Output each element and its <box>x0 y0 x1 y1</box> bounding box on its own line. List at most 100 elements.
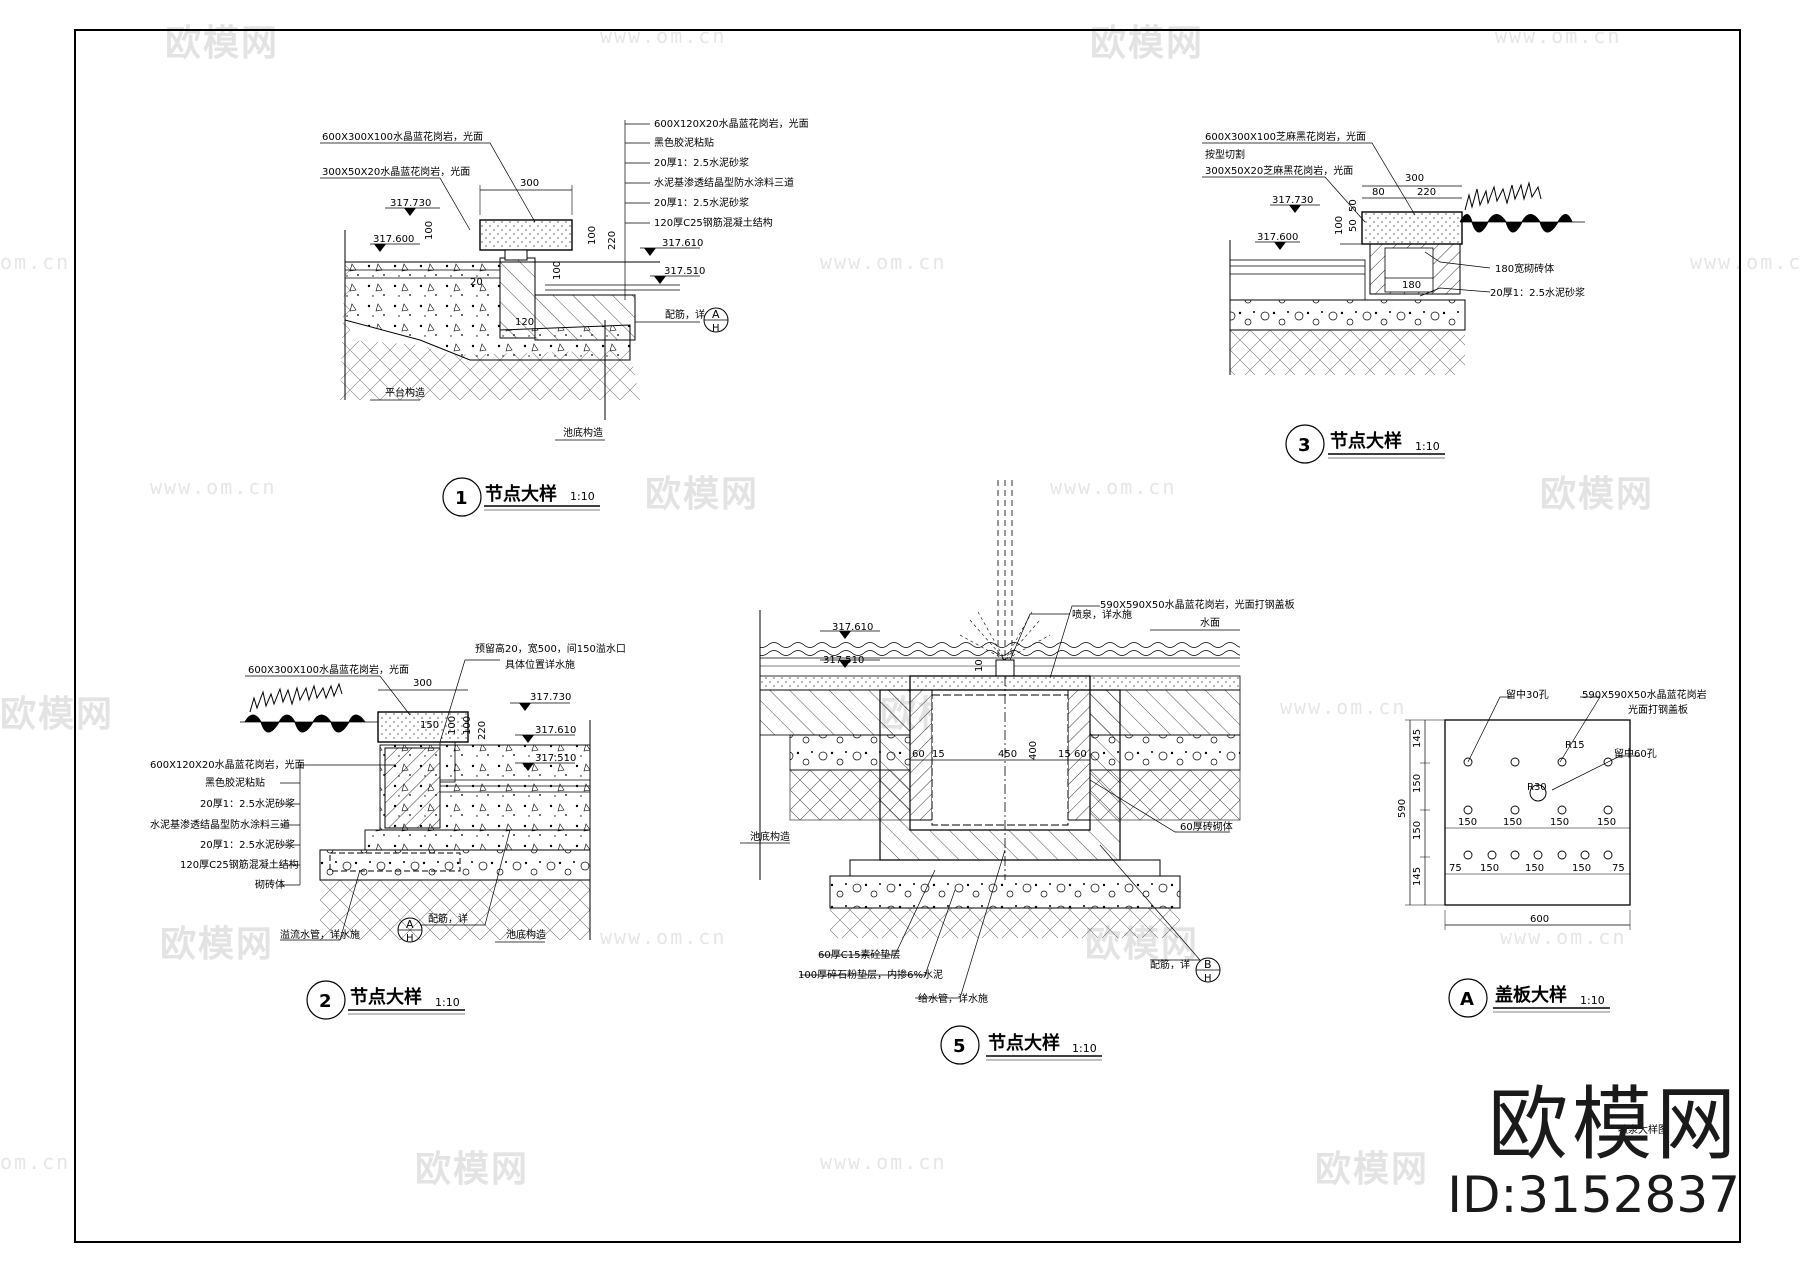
detail-1-label-1: 300X50X20水晶蓝花岗岩，光面 <box>322 165 470 178</box>
detail-5-ref-sheet: H <box>1204 973 1212 984</box>
brand-logo-text: 欧模网 <box>1488 1078 1740 1171</box>
detail-a-dim-v-2: 150 <box>1412 821 1423 840</box>
detail-2-label-4: 黑色胶泥粘贴 <box>205 776 265 789</box>
detail-3-label-3: 180宽砌砖体 <box>1495 262 1554 275</box>
detail-5-dim-10: 10 <box>974 659 985 672</box>
detail-1-label-0: 600X300X100水晶蓝花岗岩，光面 <box>322 130 483 143</box>
detail-2-dim-150: 150 <box>420 720 439 731</box>
detail-3-label-1: 按型切割 <box>1205 148 1245 161</box>
detail-1-level-317730: 317.730 <box>390 198 431 209</box>
detail-1-label-2: 600X120X20水晶蓝花岗岩，光面 <box>654 117 809 130</box>
detail-5-label-7: 给水管，详水施 <box>918 992 988 1005</box>
detail-2-scale: 1:10 <box>435 996 460 1009</box>
detail-2-label-8: 120厚C25钢筋混凝土结构 <box>180 858 299 871</box>
watermark-logo: 欧模网 <box>1540 474 1655 515</box>
watermark-url: www.om.cn <box>600 24 727 48</box>
detail-a-dim-h2-4: 75 <box>1612 863 1625 874</box>
watermark-url: om.cn <box>0 250 71 274</box>
detail-5-label-6: 100厚碎石粉垫层，内掺6%水泥 <box>798 968 943 981</box>
detail-a-dim-h2-1: 150 <box>1480 863 1499 874</box>
brand-id: ID:3152837 <box>1447 1166 1740 1224</box>
detail-2-dim-300: 300 <box>413 678 432 689</box>
detail-1-label-4: 20厚1：2.5水泥砂浆 <box>654 156 749 169</box>
detail-2-label-3: 600X120X20水晶蓝花岗岩，光面 <box>150 758 305 771</box>
detail-3-dim-100: 100 <box>1334 216 1345 235</box>
detail-3-level-317730: 317.730 <box>1272 195 1313 206</box>
cover-plate-hole <box>1463 757 1473 767</box>
detail-2-level-317510: 317.510 <box>535 753 576 764</box>
detail-1-label-7: 120厚C25钢筋混凝土结构 <box>654 216 773 229</box>
detail-a-dim-h2-0: 75 <box>1449 863 1462 874</box>
detail-1-level-317600: 317.600 <box>373 234 414 245</box>
detail-2-dim-100b: 100 <box>462 716 473 735</box>
detail-5-drawing: 317.610 317.510 60 15 450 15 60 400 10 喷… <box>740 480 1295 1065</box>
detail-5-level-317610: 317.610 <box>832 622 873 633</box>
detail-2-label-5: 20厚1：2.5水泥砂浆 <box>200 797 295 810</box>
detail-5-label-3: 60厚砖砌体 <box>1180 820 1233 833</box>
detail-5-dim-60a: 60 <box>912 749 925 760</box>
detail-5-label-2: 水面 <box>1200 617 1220 629</box>
detail-3-dim-220: 220 <box>1417 187 1436 198</box>
detail-2-number: 2 <box>319 991 332 1012</box>
cover-plate-center-hole <box>1529 784 1547 802</box>
cover-plate-hole <box>1510 805 1520 815</box>
detail-1-dim-120: 120 <box>515 317 534 328</box>
detail-5-dim-15a: 15 <box>932 749 945 760</box>
cover-plate-hole <box>1557 805 1567 815</box>
watermark-logo: 欧模网 <box>160 924 275 965</box>
detail-2-label-2: 具体位置详水施 <box>505 658 575 671</box>
watermark-logo: 欧模网 <box>0 694 115 735</box>
detail-2-label-10: 溢流水管，详水施 <box>280 928 360 941</box>
detail-5-label-0: 喷泉，详水施 <box>1072 608 1132 621</box>
detail-2-dim-100a: 100 <box>447 716 458 735</box>
detail-1-ref-sheet: H <box>712 323 720 334</box>
detail-a-title: 盖板大样 <box>1495 984 1567 1006</box>
detail-3-title: 节点大样 <box>1330 430 1402 452</box>
cover-plate-hole <box>1603 805 1613 815</box>
detail-2-label-9: 砌砖体 <box>255 878 285 891</box>
detail-3-drawing: 300 80 220 100 50 50 180 317.730 317.600… <box>1202 130 1585 464</box>
detail-3-dim-50b: 50 <box>1348 199 1359 212</box>
detail-2-label-0: 600X300X100水晶蓝花岗岩，光面 <box>248 663 409 676</box>
detail-3-label-4: 20厚1：2.5水泥砂浆 <box>1490 286 1585 299</box>
watermark-logo: 欧模网 <box>645 474 760 515</box>
cover-plate-hole <box>1463 850 1473 860</box>
detail-a-number: A <box>1460 989 1474 1010</box>
detail-1-dim-220: 220 <box>607 231 618 250</box>
detail-2-level-317730: 317.730 <box>530 692 571 703</box>
detail-a-label-1: 590X590X50水晶蓝花岗岩 <box>1582 688 1707 701</box>
detail-2-dim-220: 220 <box>477 721 488 740</box>
watermark-url: www.om.cn <box>820 250 947 274</box>
detail-5-label-4: 池底构造 <box>750 830 790 843</box>
detail-1-dim-20: 20 <box>470 277 483 288</box>
detail-a-scale: 1:10 <box>1580 994 1605 1007</box>
detail-a-label-3: 留中60孔 <box>1614 747 1657 760</box>
detail-1-label-10: 池底构造 <box>563 426 603 439</box>
detail-2-label-7: 20厚1：2.5水泥砂浆 <box>200 838 295 851</box>
detail-a-dim-v-1: 150 <box>1412 774 1423 793</box>
detail-1-label-6: 20厚1：2.5水泥砂浆 <box>654 196 749 209</box>
sheet-note: 喷泉大样图 <box>1618 1123 1668 1136</box>
watermark-url: www.om.cn <box>1495 24 1622 48</box>
detail-2-ref-sheet: H <box>406 933 414 944</box>
detail-3-scale: 1:10 <box>1415 440 1440 453</box>
watermark-url: www.om.cn <box>1050 475 1177 499</box>
detail-2-label-11: 配筋，详 <box>428 912 468 925</box>
detail-2-label-12: 池底构造 <box>506 928 546 941</box>
detail-5-title: 节点大样 <box>988 1032 1060 1054</box>
detail-a-dim-h1-1: 150 <box>1503 817 1522 828</box>
detail-5-dim-400: 400 <box>1028 741 1039 760</box>
watermark-url: www.om.cn <box>600 925 727 949</box>
detail-2-ref: A <box>406 918 414 931</box>
cover-plate-hole <box>1557 757 1567 767</box>
detail-2-label-6: 水泥基渗透结晶型防水涂料三道 <box>150 818 290 831</box>
watermark-url: www.om.cn <box>1690 250 1800 274</box>
detail-3-level-317600: 317.600 <box>1257 232 1298 243</box>
detail-5-level-317510: 317.510 <box>823 655 864 666</box>
detail-3-dim-300: 300 <box>1405 173 1424 184</box>
detail-a-drawing: 145 150 150 145 590 150 150 150 150 75 1… <box>1397 688 1707 1018</box>
cover-plate-hole <box>1557 850 1567 860</box>
detail-1-label-5: 水泥基渗透结晶型防水涂料三道 <box>654 176 794 189</box>
detail-1-dim-100a: 100 <box>424 221 435 240</box>
